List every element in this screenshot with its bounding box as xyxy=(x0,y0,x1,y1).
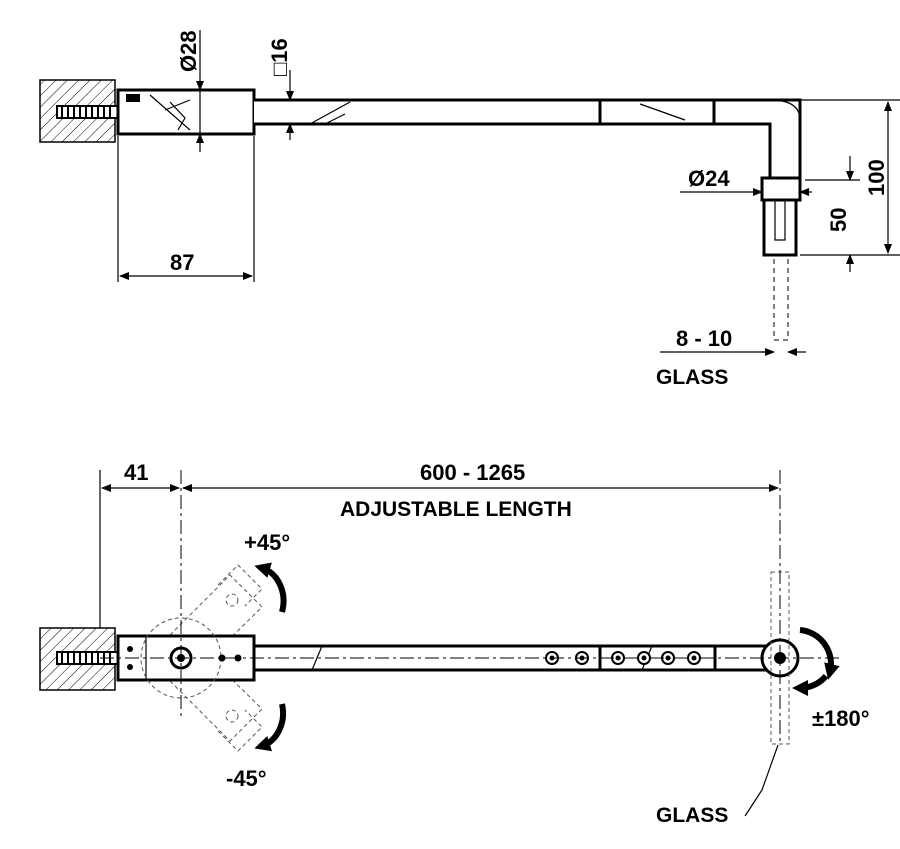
glass-panel-edge xyxy=(773,254,789,341)
label-glass-plan: GLASS xyxy=(656,804,728,827)
rotation-ghost-plus45 xyxy=(164,564,263,669)
label-glass-top: GLASS xyxy=(656,366,728,389)
rotation-ghost-minus45 xyxy=(164,647,263,752)
wall-anchor-bolt xyxy=(56,105,120,119)
angle-plus-45: +45° xyxy=(244,530,290,555)
angle-minus-45: -45° xyxy=(226,766,267,791)
rotate-minus45-arrow xyxy=(254,703,287,752)
wall-mount-body xyxy=(116,88,256,136)
dim-glass-thickness: 8 - 10 xyxy=(676,326,732,351)
dim-length-range: 600 - 1265 xyxy=(420,460,525,485)
glass-clamp xyxy=(760,176,802,257)
dim-height-50: 50 xyxy=(826,208,851,232)
glass-leader-line xyxy=(744,744,779,817)
dim-offset-41: 41 xyxy=(124,460,148,485)
dim-dia-28: Ø28 xyxy=(176,30,201,72)
dim-dia-24: Ø24 xyxy=(688,166,730,191)
dim-length-caption: ADJUSTABLE LENGTH xyxy=(340,498,572,521)
rotate-plus45-arrow xyxy=(254,562,287,613)
side-view: Ø28 □16 87 Ø24 100 50 8 - 10 GLASS xyxy=(39,30,900,389)
rotate-180-arrow-top xyxy=(799,627,840,680)
plan-view: 41 600 - 1265 ADJUSTABLE LENGTH +45° -45… xyxy=(39,460,870,827)
angle-rotation-180: ±180° xyxy=(812,706,870,731)
dim-height-100: 100 xyxy=(864,159,889,196)
rotate-180-arrow-bottom xyxy=(792,673,829,697)
dim-square-16: □16 xyxy=(267,38,292,76)
dim-length-87: 87 xyxy=(170,250,194,275)
